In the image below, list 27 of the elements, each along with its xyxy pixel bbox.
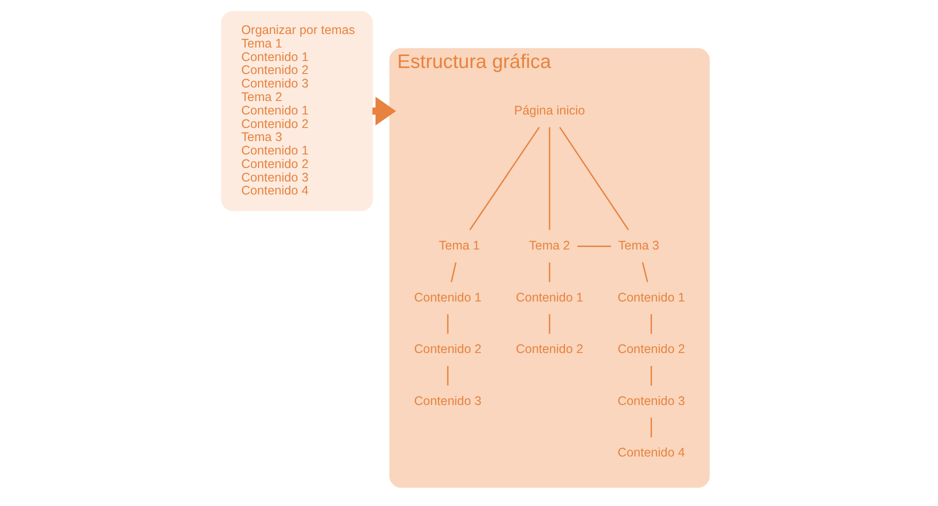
- node-text: Contenido 2: [516, 342, 584, 356]
- connector: [650, 314, 652, 334]
- connector: [577, 246, 611, 247]
- connector: [548, 262, 550, 282]
- connector: [548, 127, 550, 230]
- node-box: Organizar por temas Tema 1 Contenido 1 Contenido 2 Contenido 3 Tema 2 Contenido 1 Contenido 2 Tema 3 Contenido 1 Contenido 2 Contenido 3 Contenido 4: [221, 11, 373, 212]
- connector: [447, 314, 448, 334]
- connector: [642, 262, 648, 282]
- node-text: Tema 2: [529, 238, 570, 253]
- node-text: Contenido 2: [414, 342, 482, 356]
- node-text: Contenido 1: [618, 290, 685, 304]
- connector: [650, 366, 652, 386]
- connector: [469, 126, 540, 230]
- node-text: Página inicio: [514, 103, 585, 118]
- connector: [559, 126, 629, 230]
- node-text: Tema 1: [438, 238, 480, 253]
- node-text: Contenido 1: [414, 290, 482, 304]
- connector: [548, 314, 550, 334]
- node-text: Contenido 4: [618, 446, 685, 460]
- connector: [447, 366, 448, 386]
- node-text: Contenido 2: [618, 342, 685, 356]
- node-text: Contenido 3: [618, 394, 685, 408]
- node-text: Tema 3: [618, 238, 660, 253]
- node-text: Contenido 3: [414, 394, 482, 408]
- connector: [650, 418, 652, 438]
- connector: [450, 262, 457, 282]
- node-text: Contenido 1: [516, 290, 584, 304]
